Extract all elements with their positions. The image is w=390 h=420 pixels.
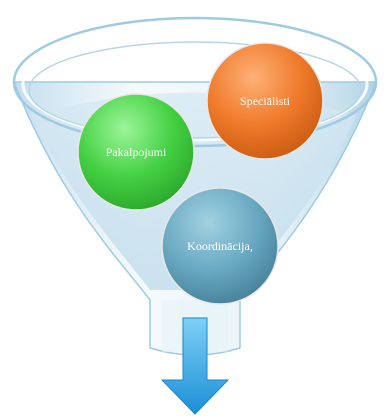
funnel-rim-shadow (28, 41, 362, 139)
circle-label-pakalpojumi: Pakalpojumi (106, 145, 167, 159)
funnel-rim-inner (21, 26, 369, 142)
funnel-rim-outer (12, 16, 378, 148)
circle-specialisti: Speciālisti (206, 42, 324, 160)
circle-label-koordinacija: Koordinācija, (187, 239, 253, 253)
down-arrow-icon (160, 317, 230, 415)
circle-koordinacija: Koordinācija, (161, 187, 279, 305)
circle-label-specialisti: Speciālisti (240, 94, 291, 108)
circle-pakalpojumi: Pakalpojumi (77, 93, 195, 211)
